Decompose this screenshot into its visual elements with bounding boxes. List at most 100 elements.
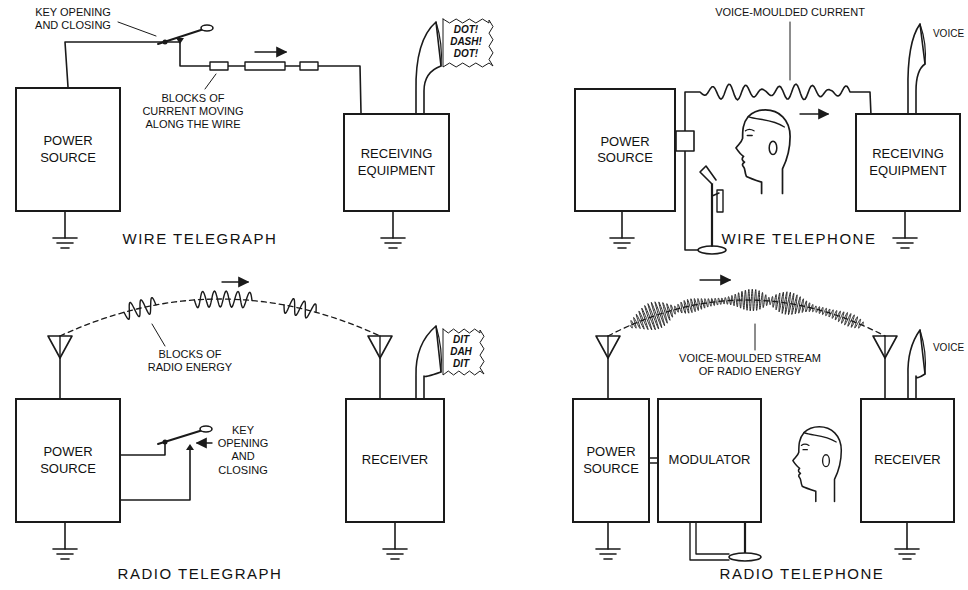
current-block: [300, 62, 318, 70]
microphone-base: [729, 553, 761, 561]
box-label: RECEIVING EQUIPMENT: [345, 146, 448, 179]
sound-burst: [443, 19, 493, 67]
ground-bar: [389, 247, 397, 249]
ground-symbol: [895, 523, 919, 559]
horn-mouth: [436, 326, 441, 372]
ground-symbol: [381, 212, 405, 248]
ground-bar: [614, 242, 630, 244]
radio-energy-block: [194, 291, 252, 308]
wire: [650, 462, 657, 464]
horn-mouth: [920, 24, 925, 64]
wire-connector: [650, 458, 657, 463]
horn-body: [908, 330, 925, 398]
antenna-symbol: [48, 336, 72, 398]
radio-energy-block: [124, 298, 156, 320]
antenna-symbol: [873, 336, 897, 398]
callout-label: VOICE-MOULDED CURRENT: [700, 6, 880, 19]
ground-symbol: [596, 523, 620, 559]
loudspeaker-horn: [908, 330, 926, 398]
ground-bar: [387, 553, 403, 555]
horn-body: [908, 24, 925, 113]
wire-connector: [676, 84, 871, 141]
head-eye: [803, 449, 807, 450]
sound-burst: [443, 329, 484, 375]
radio-path: [60, 299, 380, 336]
ground-lead: [621, 212, 623, 238]
loudspeaker-horn: [908, 24, 926, 113]
phone-hook: [712, 193, 719, 196]
ground-bar: [385, 242, 401, 244]
callout-label: DIT DAH DIT: [446, 334, 476, 370]
radio-energy-block: [284, 299, 316, 318]
equipment-box: RECEIVING EQUIPMENT: [343, 113, 450, 212]
equipment-box: MODULATOR: [657, 398, 762, 523]
antenna-mast: [59, 358, 61, 398]
head-hair: [804, 433, 836, 442]
ground-lead: [906, 523, 908, 549]
ground-lead: [904, 212, 906, 238]
ground-bar: [901, 247, 909, 249]
box-label: POWER SOURCE: [576, 134, 674, 167]
box-label: POWER SOURCE: [17, 444, 119, 477]
ground-bar: [610, 237, 634, 239]
loudspeaker-horn: [416, 22, 441, 113]
leader-line: [205, 74, 216, 89]
direction-arrow: [222, 281, 248, 282]
key-knob: [201, 25, 213, 31]
ground-lead: [607, 523, 609, 549]
key-lever: [158, 430, 203, 444]
phone-stalk: [711, 182, 713, 246]
loudspeaker-horn: [416, 326, 441, 398]
leader-line: [755, 324, 756, 350]
ground-lead: [64, 212, 66, 238]
phone-base: [698, 246, 726, 254]
ground-symbol: [53, 523, 77, 559]
direction-arrow: [197, 442, 212, 443]
ground-bar: [899, 553, 915, 555]
callout-label: BLOCKS OF CURRENT MOVING ALONG THE WIRE: [140, 92, 246, 132]
wire: [650, 457, 657, 459]
callout-label: VOICE: [931, 28, 966, 40]
leader-line: [152, 324, 165, 346]
panel-title: WIRE TELEPHONE: [706, 230, 892, 248]
current-block: [245, 62, 285, 70]
direction-arrow: [255, 51, 286, 52]
ground-bar: [53, 548, 77, 550]
ground-bar: [61, 247, 69, 249]
horn-mouth: [436, 22, 441, 66]
key-knob: [200, 426, 212, 432]
head-hair: [748, 117, 784, 127]
ground-bar: [57, 242, 73, 244]
ground-bar: [895, 548, 919, 550]
ground-lead: [394, 523, 396, 549]
head-brow: [745, 129, 754, 130]
current-block: [210, 62, 228, 70]
key-pivot: [163, 440, 168, 445]
coupling-box: [676, 131, 694, 151]
antenna-head: [48, 336, 72, 358]
antenna-mast: [607, 358, 609, 398]
horn-mouth: [920, 330, 925, 374]
head-ear: [823, 455, 830, 467]
antenna-head: [873, 336, 897, 358]
key-lever: [158, 29, 204, 44]
leader-line: [118, 22, 156, 36]
head-profile: [736, 110, 790, 194]
box-label: RECEIVER: [356, 452, 434, 468]
ground-symbol: [53, 212, 77, 248]
ground-bar: [893, 237, 917, 239]
head-profile: [793, 427, 841, 502]
microphone-wire: [696, 523, 729, 554]
ground-bar: [897, 242, 913, 244]
callout-label: KEY OPENING AND CLOSING: [214, 424, 272, 477]
antenna-symbol: [368, 336, 392, 398]
box-label: RECEIVING EQUIPMENT: [857, 146, 959, 179]
telegraph-key: [115, 426, 212, 500]
antenna-mast: [379, 336, 380, 358]
direction-arrow: [700, 279, 730, 280]
callout-label: DOT! DASH! DOT!: [446, 24, 486, 60]
equipment-box: RECEIVER: [345, 398, 445, 523]
ground-bar: [596, 548, 620, 550]
